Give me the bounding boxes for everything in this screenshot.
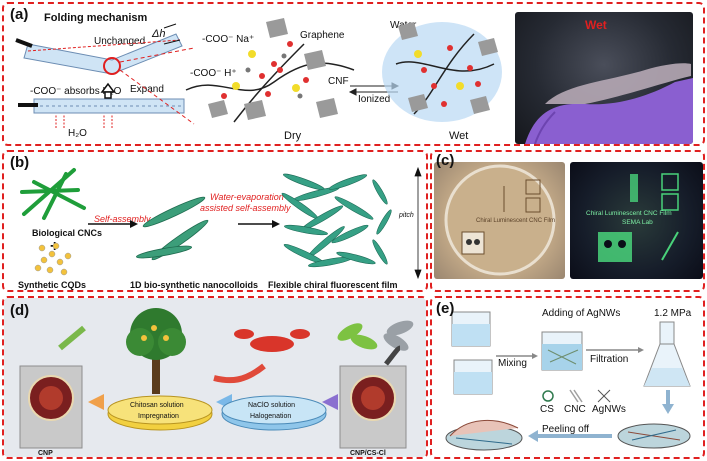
filtration-flask	[643, 321, 691, 387]
panel-e-label: (e)	[436, 300, 455, 317]
naclo-label-1: NaClO solution	[248, 402, 296, 409]
cnp-cs-cl-label: CNP/CS-Cl	[350, 450, 386, 457]
panel-b-drawing	[20, 166, 422, 280]
panel-e-drawing	[445, 311, 691, 451]
film-label: Flexible chiral fluorescent film	[268, 280, 398, 290]
wet-label: Wet	[449, 130, 469, 142]
lobster-icon	[234, 329, 310, 352]
chiral-film	[281, 173, 392, 268]
synthetic-cqds-label: Synthetic CQDs	[18, 280, 87, 290]
absorbs-label: -COO⁻ absorbs H₂O	[30, 86, 122, 97]
chitosan-dish	[107, 395, 213, 431]
peeling-label: Peeling off	[542, 424, 590, 435]
flat-film	[18, 82, 185, 114]
cnc-label: CNC	[564, 404, 586, 415]
cs-label: CS	[540, 404, 554, 415]
adding-agnws-label: Adding of AgNWs	[542, 308, 621, 319]
folding-title: Folding mechanism	[44, 12, 148, 24]
legend-icons	[542, 389, 611, 403]
graphene-label: Graphene	[300, 30, 345, 41]
water-evap-label-2: assisted self-assembly	[200, 203, 291, 213]
membrane-right	[617, 423, 691, 449]
chitosan-label-1: Chitosan solution	[130, 402, 184, 409]
dry-cnf-network	[185, 18, 355, 123]
pitch-label: pitch	[399, 212, 414, 219]
wet-scene	[382, 22, 502, 122]
naclo-label-2: Halogenation	[250, 413, 292, 420]
synthetic-cqds	[34, 242, 72, 276]
panel-b-label: (b)	[10, 154, 30, 171]
glow-title: Chiral Luminescent CNC Film	[586, 210, 672, 217]
self-assembly-label: Self-assembly	[94, 214, 151, 224]
panel-d-label: (d)	[10, 302, 30, 319]
nanocolloids	[136, 196, 209, 261]
water-arrows	[55, 115, 113, 128]
biological-cncs	[20, 168, 86, 220]
coo-na-label: -COO⁻ Na⁺	[202, 34, 255, 45]
tree-icon	[126, 308, 186, 394]
beaker-cs	[451, 311, 491, 347]
cooh-label: -COO⁻ H⁺	[190, 68, 237, 79]
nanocolloids-label: 1D bio-synthetic nanocolloids	[130, 280, 259, 290]
petri-dish-image	[444, 164, 556, 276]
naclo-dish	[221, 395, 327, 431]
cnp-cs-cl-fabric	[339, 365, 407, 449]
wet-photo-label: Wet	[585, 18, 607, 32]
expand-label: Expand	[130, 84, 164, 95]
pressure-label: 1.2 MPa	[654, 308, 692, 319]
agnws-label: AgNWs	[592, 404, 626, 415]
cnp-fabric	[19, 365, 83, 449]
folding-film	[15, 23, 183, 75]
dish-text: Chiral Luminescent CNC Film	[476, 218, 556, 224]
panel-c-label: (c)	[436, 152, 455, 169]
panel-d: (d)	[2, 296, 428, 459]
chitosan-label-2: Impregnation	[138, 413, 179, 420]
dry-label: Dry	[284, 130, 302, 142]
beaker-cnc	[453, 359, 493, 395]
fluorescent-film-photo: Chiral Luminescent CNC Film SEMA Lab	[570, 162, 703, 279]
wet-film-photo: Wet	[515, 12, 693, 144]
cnf-label: CNF	[328, 76, 349, 87]
delta-h-label: Δh	[152, 28, 166, 40]
panel-e: (e)	[430, 296, 705, 459]
panel-a: (a) Folding mechanism Δh Unchanged Expan…	[2, 2, 705, 146]
glove-hand-image	[525, 63, 693, 144]
bacteria-icon	[337, 320, 414, 351]
membrane-left	[445, 419, 523, 451]
panel-a-label: (a)	[10, 6, 29, 23]
beaker-mix	[541, 331, 583, 371]
panel-b: (b) Biological CNCs + Synthetic CQDs Sel…	[2, 150, 428, 292]
bio-cncs-label: Biological CNCs	[32, 228, 103, 238]
water-evap-label-1: Water-evaporation	[210, 192, 284, 202]
pitch-arrow	[414, 166, 422, 280]
fluorescent-film-image	[598, 173, 679, 262]
cnp-label: CNP	[38, 450, 53, 457]
ionized-label: Ionized	[358, 94, 391, 105]
petri-dish-photo: Chiral Luminescent CNC Film	[434, 162, 565, 279]
mixing-label: Mixing	[498, 358, 527, 369]
panel-d-drawing	[4, 298, 426, 457]
h2o-label: H₂O	[68, 128, 87, 139]
filtration-label: Filtration	[590, 354, 629, 365]
glow-subtitle: SEMA Lab	[622, 219, 653, 226]
panel-c: (c)	[430, 150, 705, 292]
panel-a-drawing	[15, 18, 502, 128]
unchanged-label: Unchanged	[94, 36, 146, 47]
